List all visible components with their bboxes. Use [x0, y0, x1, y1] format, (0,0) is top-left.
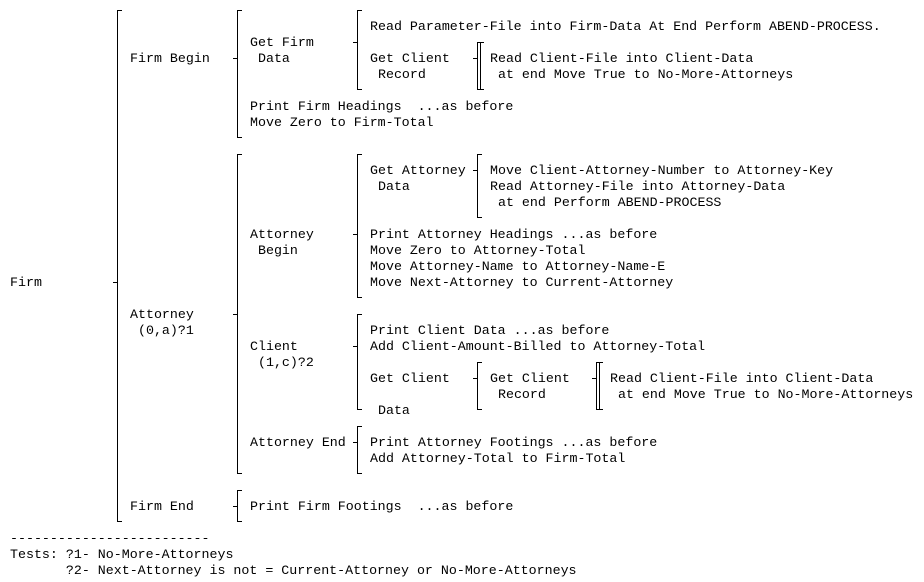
footer-rule: ------------------------- [10, 531, 210, 546]
get-firm-data-label: Get Firm [250, 35, 314, 50]
read-client-file-1: Read Client-File into Client-Data [490, 51, 754, 66]
firm-end-label: Firm End [130, 499, 194, 514]
print-firm-headings: Print Firm Headings ...as before [250, 99, 514, 114]
get-client-record-1-label-line2: Record [370, 67, 426, 82]
attorney-begin-step: Move Zero to Attorney-Total [370, 243, 586, 258]
get-attorney-data-label: Get Attorney [370, 163, 466, 178]
attorney-begin-step: Move Next-Attorney to Current-Attorney [370, 275, 674, 290]
attorney-label: Attorney [130, 307, 194, 322]
attorney-end-step: Print Attorney Footings ...as before [370, 435, 658, 450]
attorney-begin-step: Print Attorney Headings ...as before [370, 227, 658, 242]
get-client-record-1-label: Get Client [370, 51, 450, 66]
attorney-begin-label: Attorney [250, 227, 314, 242]
get-attorney-data-label-line2: Data [370, 179, 410, 194]
get-firm-data-label-line2: Data [250, 51, 290, 66]
client-step: Print Client Data ...as before [370, 323, 610, 338]
print-firm-footings: Print Firm Footings ...as before [250, 499, 514, 514]
attorney-read-step: at end Perform ABEND-PROCESS [490, 195, 722, 210]
read-parameter-file: Read Parameter-File into Firm-Data At En… [370, 19, 881, 34]
attorney-read-step: Read Attorney-File into Attorney-Data [490, 179, 786, 194]
read-client-file-1-at-end: at end Move True to No-More-Attorneys [490, 67, 794, 82]
attorney-end-step: Add Attorney-Total to Firm-Total [370, 451, 626, 466]
attorney-begin-step: Move Attorney-Name to Attorney-Name-E [370, 259, 666, 274]
get-client-record-2-label-line2: Record [490, 387, 546, 402]
firm-begin-label: Firm Begin [130, 51, 210, 66]
get-client-data-label-line2: Data [370, 403, 410, 418]
read-client-file-2-at-end: at end Move True to No-More-Attorneys [610, 387, 914, 402]
tests-line-2: ?2- Next-Attorney is not = Current-Attor… [10, 563, 577, 578]
client-step: Add Client-Amount-Billed to Attorney-Tot… [370, 339, 706, 354]
client-label: Client [250, 339, 298, 354]
firm-label: Firm [10, 275, 42, 290]
move-zero-firm-total: Move Zero to Firm-Total [250, 115, 434, 130]
read-client-file-2: Read Client-File into Client-Data [610, 371, 874, 386]
attorney-begin-label-line2: Begin [250, 243, 298, 258]
client-repeat-label: (1,c)?2 [250, 355, 314, 370]
get-client-data-label: Get Client [370, 371, 450, 386]
attorney-repeat-label: (0,a)?1 [130, 323, 194, 338]
get-client-record-2-label: Get Client [490, 371, 570, 386]
attorney-end-label: Attorney End [250, 435, 346, 450]
attorney-read-step: Move Client-Attorney-Number to Attorney-… [490, 163, 834, 178]
tests-line-1: Tests: ?1- No-More-Attorneys [10, 547, 234, 562]
